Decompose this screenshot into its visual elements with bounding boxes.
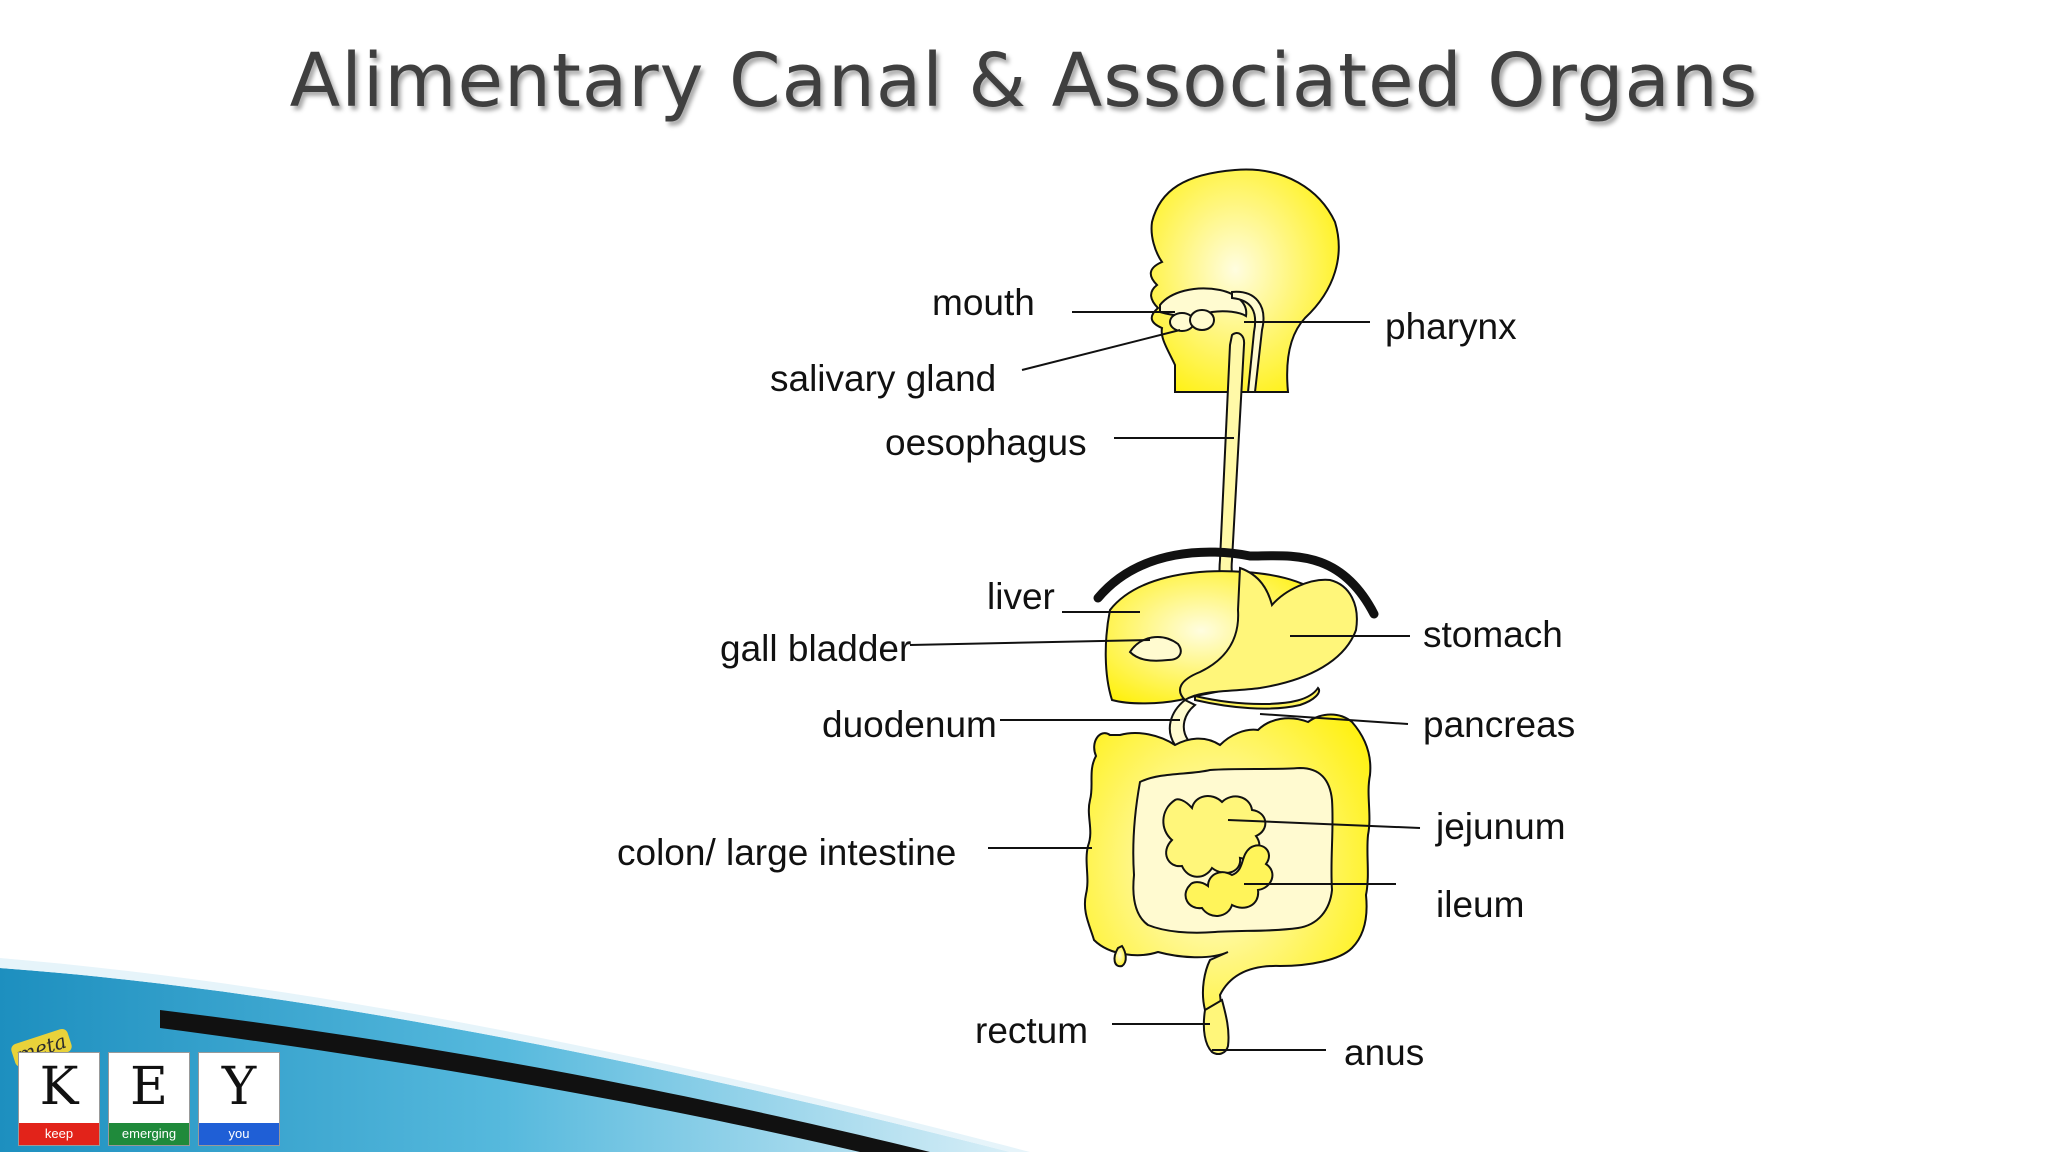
label-liver: liver bbox=[987, 576, 1055, 617]
logo-letter-y: Y bbox=[221, 1057, 257, 1117]
rectum-shape bbox=[1202, 998, 1230, 1055]
label-oesophagus: oesophagus bbox=[885, 422, 1087, 463]
pancreas-shape bbox=[1194, 686, 1320, 710]
salivary-gland-leader bbox=[1021, 329, 1181, 371]
label-pancreas: pancreas bbox=[1423, 704, 1576, 745]
gall-bladder-leader bbox=[909, 639, 1151, 646]
key-logo: meta K keep E emerging Y you bbox=[9, 1027, 282, 1148]
ileum-shape bbox=[1184, 844, 1274, 917]
head-shape bbox=[1149, 168, 1340, 393]
slide-title: Alimentary Canal & Associated Organs bbox=[289, 38, 1759, 124]
diaphragm-shape bbox=[1093, 547, 1379, 619]
label-salivary-gland: salivary gland bbox=[770, 358, 997, 399]
jejunum-leader bbox=[1227, 819, 1421, 829]
label-ileum: ileum bbox=[1436, 884, 1525, 925]
label-stomach: stomach bbox=[1423, 614, 1563, 655]
gall-bladder-shape bbox=[1128, 636, 1182, 662]
body-outline bbox=[1149, 168, 1340, 608]
appendix-shape bbox=[1113, 944, 1127, 968]
logo-letter-e: E bbox=[130, 1057, 168, 1117]
abdomen-organs bbox=[1084, 566, 1372, 1055]
logo-letter-k: K bbox=[39, 1057, 79, 1117]
logo-tile-y: Y you bbox=[198, 1052, 280, 1146]
logo-tile-k: K keep bbox=[18, 1052, 100, 1146]
label-colon: colon/ large intestine bbox=[617, 832, 957, 873]
label-rectum: rectum bbox=[975, 1010, 1089, 1051]
label-duodenum: duodenum bbox=[822, 704, 997, 745]
pancreas-leader bbox=[1259, 713, 1409, 725]
label-gall-bladder: gall bladder bbox=[720, 628, 912, 669]
logo-tile-e: E emerging bbox=[108, 1052, 190, 1146]
logo-word-keep: keep bbox=[19, 1123, 99, 1145]
pharynx-shape bbox=[1231, 290, 1265, 393]
label-mouth: mouth bbox=[932, 282, 1035, 323]
label-anus: anus bbox=[1344, 1032, 1425, 1073]
label-pharynx: pharynx bbox=[1385, 306, 1517, 347]
stomach-shape bbox=[1179, 566, 1358, 702]
label-jejunum: jejunum bbox=[1436, 806, 1566, 847]
logo-word-you: you bbox=[199, 1123, 279, 1145]
logo-word-emerging: emerging bbox=[109, 1123, 189, 1145]
leader-lines bbox=[909, 311, 1421, 1051]
